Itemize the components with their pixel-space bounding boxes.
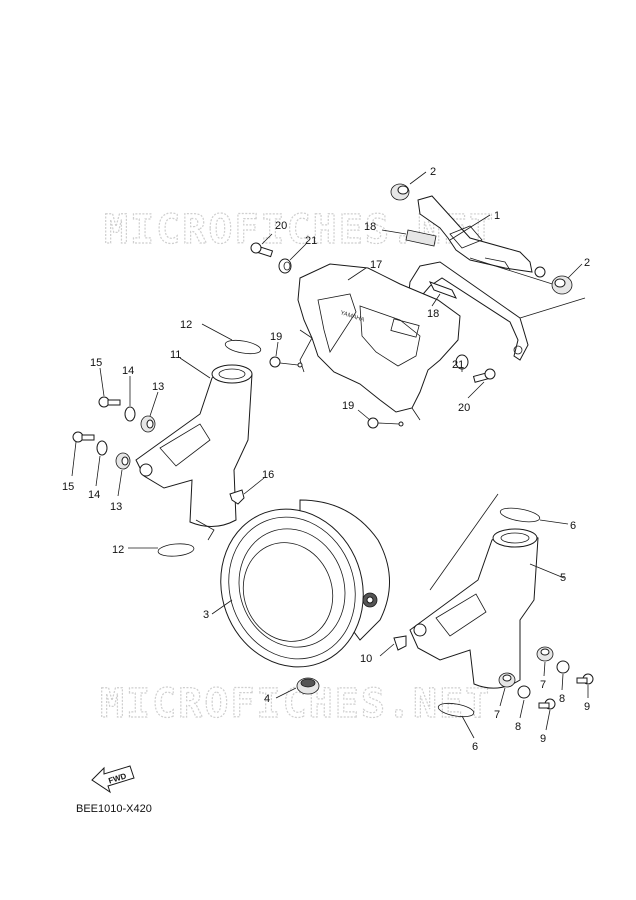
callout-1: 1	[494, 210, 500, 222]
o-ring-right-top	[499, 507, 541, 523]
callout-7-right: 7	[540, 679, 546, 691]
callout-6-top: 6	[570, 520, 576, 532]
callout-13-bottom: 13	[110, 501, 122, 513]
clip	[229, 489, 245, 505]
callout-9-left: 9	[540, 733, 546, 745]
callout-2-right: 2	[584, 257, 590, 269]
screw-left	[269, 356, 303, 368]
callout-6-bottom: 6	[472, 741, 478, 753]
callout-14-top: 14	[122, 365, 134, 377]
headlight-unit	[220, 499, 390, 668]
bolt-left-lower	[72, 431, 95, 443]
collar-left-upper	[124, 406, 136, 422]
callout-12-bottom: 12	[112, 544, 124, 556]
rubber-damper-right	[534, 266, 573, 295]
callouts: 2 1 2 20 21 18 17 18 21 20 19 19 12 11 1…	[62, 166, 590, 753]
callout-5: 5	[560, 572, 566, 584]
pad-lower	[428, 281, 458, 299]
diagram-code: BEE1010-X420	[76, 803, 152, 815]
callout-2-top: 2	[430, 166, 436, 178]
left-headlight-bracket	[135, 364, 253, 541]
pad-upper	[405, 229, 437, 247]
callout-10: 10	[360, 653, 372, 665]
bolt-right-lower	[538, 698, 556, 710]
callout-11: 11	[170, 349, 181, 361]
collar-right-upper	[556, 660, 570, 674]
callout-8-right: 8	[559, 693, 565, 705]
callout-19-lower: 19	[342, 400, 354, 412]
callout-7-left: 7	[494, 709, 500, 721]
callout-3: 3	[203, 609, 209, 621]
collar-right-lower	[517, 685, 531, 699]
fwd-arrow: FWD	[91, 765, 135, 794]
o-ring-left-bottom	[157, 543, 195, 557]
callout-12-top: 12	[180, 319, 192, 331]
damper-right-upper	[536, 646, 554, 662]
damper-right-lower	[498, 672, 516, 688]
collar-left-lower	[96, 440, 108, 456]
callout-17: 17	[370, 259, 382, 271]
bulb-socket	[296, 677, 320, 695]
callout-18-lower: 18	[427, 308, 439, 320]
callout-20-top: 20	[275, 220, 287, 232]
right-headlight-bracket	[409, 528, 539, 689]
damper-left-upper	[140, 415, 156, 433]
bolt-left-upper	[98, 396, 121, 408]
bolt-upper-left	[250, 242, 274, 258]
callout-14-bottom: 14	[88, 489, 100, 501]
callout-15-top: 15	[90, 357, 102, 369]
callout-16: 16	[262, 469, 274, 481]
callout-8-left: 8	[515, 721, 521, 733]
callout-21-top: 21	[305, 235, 317, 247]
callout-4: 4	[264, 693, 270, 705]
rubber-damper-top	[390, 183, 410, 201]
callout-21-right: 21	[452, 359, 464, 371]
collar-upper-left	[278, 258, 292, 274]
bolt-right-upper	[576, 673, 594, 685]
callout-13-top: 13	[152, 381, 164, 393]
o-ring-right-bottom	[437, 702, 475, 718]
leader-lines	[71, 171, 589, 739]
bolt-right	[472, 368, 496, 383]
screw-lower	[367, 417, 404, 429]
headlight-cover: YAMAHA	[297, 263, 461, 421]
clip-right	[393, 635, 407, 651]
callout-19-left: 19	[270, 331, 282, 343]
callout-18-top: 18	[364, 221, 376, 233]
callout-15-bottom: 15	[62, 481, 74, 493]
damper-left-lower	[115, 452, 131, 470]
callout-9-right: 9	[584, 701, 590, 713]
o-ring-left-top	[224, 339, 262, 355]
callout-20-right: 20	[458, 402, 470, 414]
